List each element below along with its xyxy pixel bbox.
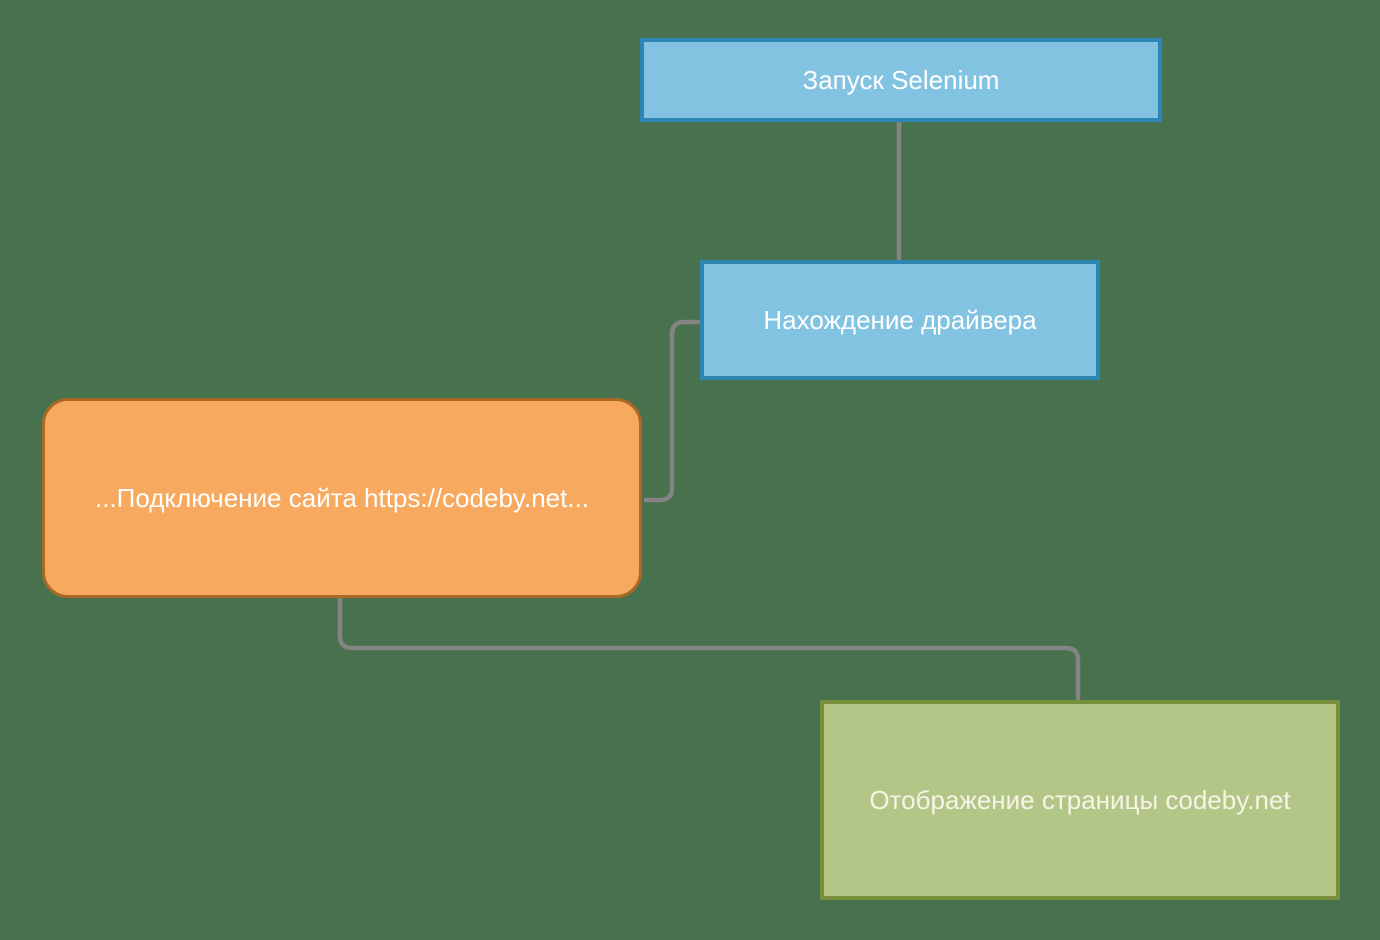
node-label: ...Подключение сайта https://codeby.net.… xyxy=(94,482,590,513)
node-find-driver: Нахождение драйвера xyxy=(700,260,1100,380)
node-label: Запуск Selenium xyxy=(802,64,1000,95)
node-launch-selenium: Запуск Selenium xyxy=(640,38,1162,122)
edge-driver-to-connect xyxy=(644,319,700,503)
node-label: Нахождение драйвера xyxy=(763,304,1037,335)
node-label: Отображение страницы codeby.net xyxy=(869,784,1291,815)
edge-connect-to-display xyxy=(337,598,1081,700)
node-connect-site: ...Подключение сайта https://codeby.net.… xyxy=(42,398,642,598)
node-display-page: Отображение страницы codeby.net xyxy=(820,700,1340,900)
